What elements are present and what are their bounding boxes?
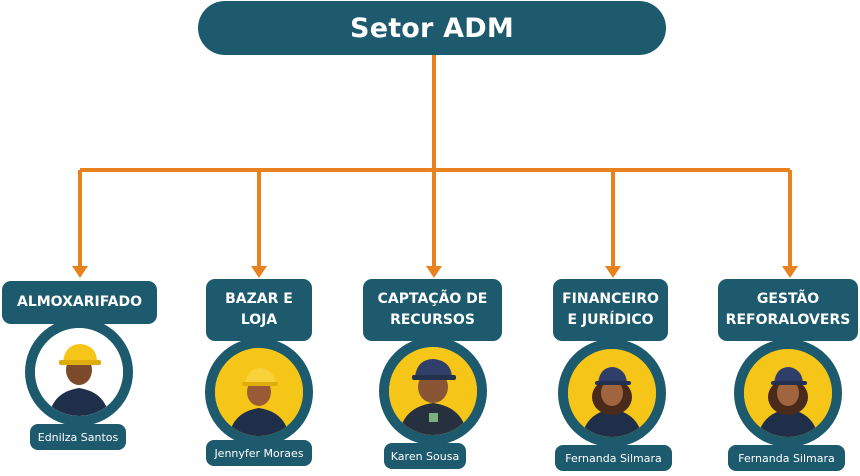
person-name: Ednilza Santos	[37, 430, 119, 444]
root-title: Setor ADM	[350, 12, 514, 44]
dept-label: CAPTAÇÃO DE RECURSOS	[377, 291, 488, 328]
person-with-yellow-hardhat-photo	[215, 348, 303, 436]
dept-box-financeiro-e-juridico: FINANCEIRO E JURÍDICO	[553, 279, 668, 341]
photo-ring	[379, 337, 487, 445]
dept-label: GESTÃO REFORALOVERS	[725, 291, 851, 328]
person-with-blue-hardhat-photo	[568, 349, 656, 437]
person-with-blue-hardhat-photo	[389, 347, 477, 435]
arrowhead-5	[782, 266, 798, 278]
person-with-yellow-hardhat-photo	[35, 328, 123, 416]
person-name-tag: Fernanda Silmara	[728, 445, 845, 471]
dept-box-almoxarifado: ALMOXARIFADO	[2, 281, 157, 324]
arrowhead-4	[605, 266, 621, 278]
person-name: Karen Sousa	[390, 449, 460, 463]
photo-ring	[25, 318, 133, 426]
person-name: Jennyfer Moraes	[214, 446, 304, 460]
dept-label: FINANCEIRO E JURÍDICO	[562, 291, 659, 328]
person-photo	[35, 328, 123, 416]
person-photo	[744, 349, 832, 437]
dept-box-gestao-reforalovers: GESTÃO REFORALOVERS	[718, 279, 858, 341]
person-name: Fernanda Silmara	[565, 451, 662, 465]
person-with-blue-hardhat-photo	[744, 349, 832, 437]
person-photo	[389, 347, 477, 435]
arrowhead-1	[72, 266, 88, 278]
dept-label: BAZAR E LOJA	[225, 291, 293, 328]
person-photo	[568, 349, 656, 437]
person-name-tag: Fernanda Silmara	[555, 445, 672, 471]
photo-ring	[558, 339, 666, 447]
dept-box-captacao-de-recursos: CAPTAÇÃO DE RECURSOS	[363, 279, 502, 341]
person-name: Fernanda Silmara	[738, 451, 835, 465]
person-name-tag: Karen Sousa	[384, 443, 466, 469]
photo-ring	[205, 338, 313, 446]
person-name-tag: Jennyfer Moraes	[206, 440, 312, 466]
dept-box-bazar-e-loja: BAZAR E LOJA	[206, 279, 312, 341]
person-name-tag: Ednilza Santos	[30, 424, 126, 450]
arrowhead-2	[251, 266, 267, 278]
dept-label: ALMOXARIFADO	[16, 294, 143, 310]
person-photo	[215, 348, 303, 436]
arrowhead-3	[426, 266, 442, 278]
photo-ring	[734, 339, 842, 447]
root-node-setor-adm: Setor ADM	[198, 1, 666, 55]
